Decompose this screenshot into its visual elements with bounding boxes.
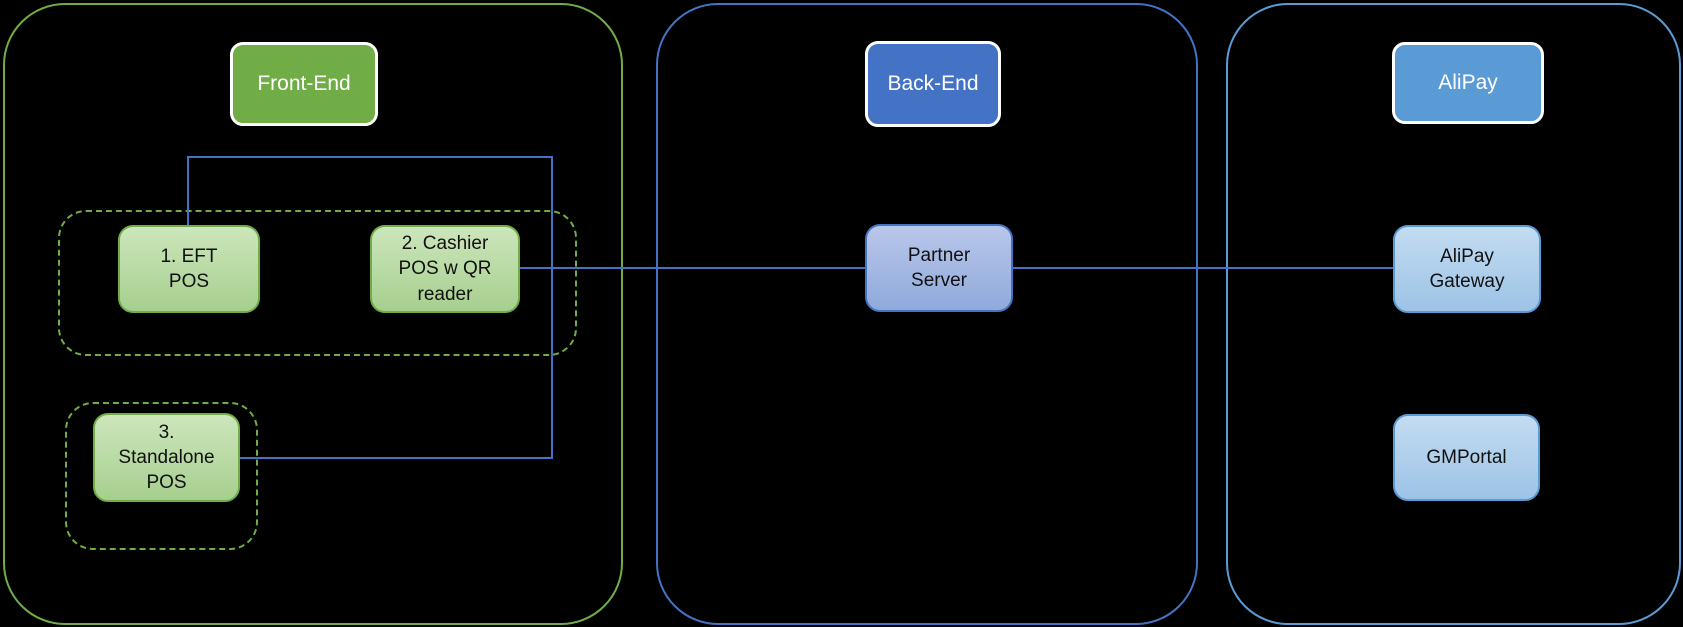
node-standalone-pos-label: 3. Standalone POS <box>118 421 215 494</box>
pos-group-3 <box>65 402 258 550</box>
back-end-section <box>656 3 1198 625</box>
node-standalone-pos: 3. Standalone POS <box>93 413 240 502</box>
front-end-section <box>3 3 623 625</box>
back-end-header: Back-End <box>865 41 1001 127</box>
back-end-header-label: Back-End <box>887 72 979 95</box>
front-end-header: Front-End <box>230 42 378 126</box>
front-end-header-label: Front-End <box>257 72 351 95</box>
alipay-section <box>1226 3 1681 625</box>
node-alipay-gateway-label: AliPay Gateway <box>1429 245 1505 292</box>
node-eft-pos: 1. EFT POS <box>118 225 260 313</box>
node-cashier-pos-label: 2. Cashier POS w QR reader <box>398 233 492 305</box>
node-partner-server-label: Partner Server <box>907 244 971 291</box>
node-gmportal-label: GMPortal <box>1426 446 1507 468</box>
node-gmportal: GMPortal <box>1393 414 1540 501</box>
node-partner-server: Partner Server <box>865 224 1013 312</box>
node-eft-pos-label: 1. EFT POS <box>160 245 218 292</box>
node-cashier-pos: 2. Cashier POS w QR reader <box>370 225 520 313</box>
node-alipay-gateway: AliPay Gateway <box>1393 225 1541 313</box>
alipay-header: AliPay <box>1392 42 1544 124</box>
alipay-header-label: AliPay <box>1438 71 1498 94</box>
